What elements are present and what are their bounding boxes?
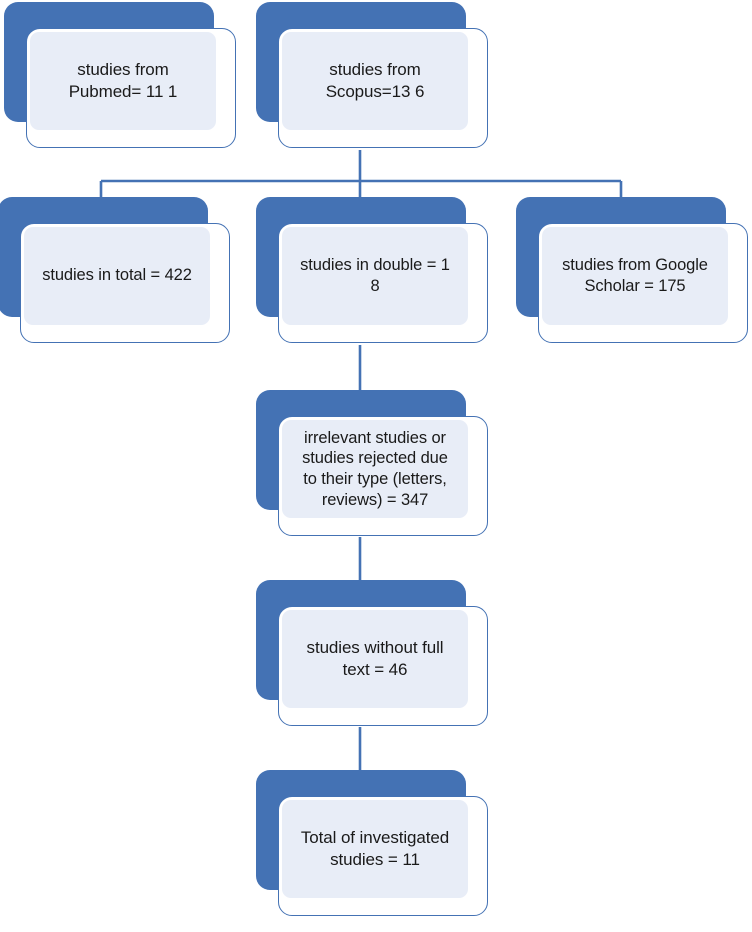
- node-inner-panel: studies without full text = 46: [282, 610, 468, 708]
- node-label: studies from Google Scholar = 175: [562, 255, 708, 295]
- node-label: studies from Scopus=13 6: [325, 60, 425, 101]
- node-inner-panel: studies in double = 1 8: [282, 227, 468, 325]
- node-label: irrelevant studies or studies rejected d…: [302, 428, 448, 509]
- node-label: Total of investigated studies = 11: [300, 828, 450, 869]
- node-inner-panel: studies from Scopus=13 6: [282, 32, 468, 130]
- node-label: studies in double = 1 8: [300, 255, 450, 295]
- node-label: studies without full text = 46: [306, 638, 444, 679]
- node-inner-panel: irrelevant studies or studies rejected d…: [282, 420, 468, 518]
- node-inner-panel: studies in total = 422: [24, 227, 210, 325]
- node-label: studies from Pubmed= 11 1: [68, 60, 178, 101]
- node-inner-panel: studies from Google Scholar = 175: [542, 227, 728, 325]
- node-label: studies in total = 422: [42, 266, 192, 285]
- node-inner-panel: studies from Pubmed= 11 1: [30, 32, 216, 130]
- node-inner-panel: Total of investigated studies = 11: [282, 800, 468, 898]
